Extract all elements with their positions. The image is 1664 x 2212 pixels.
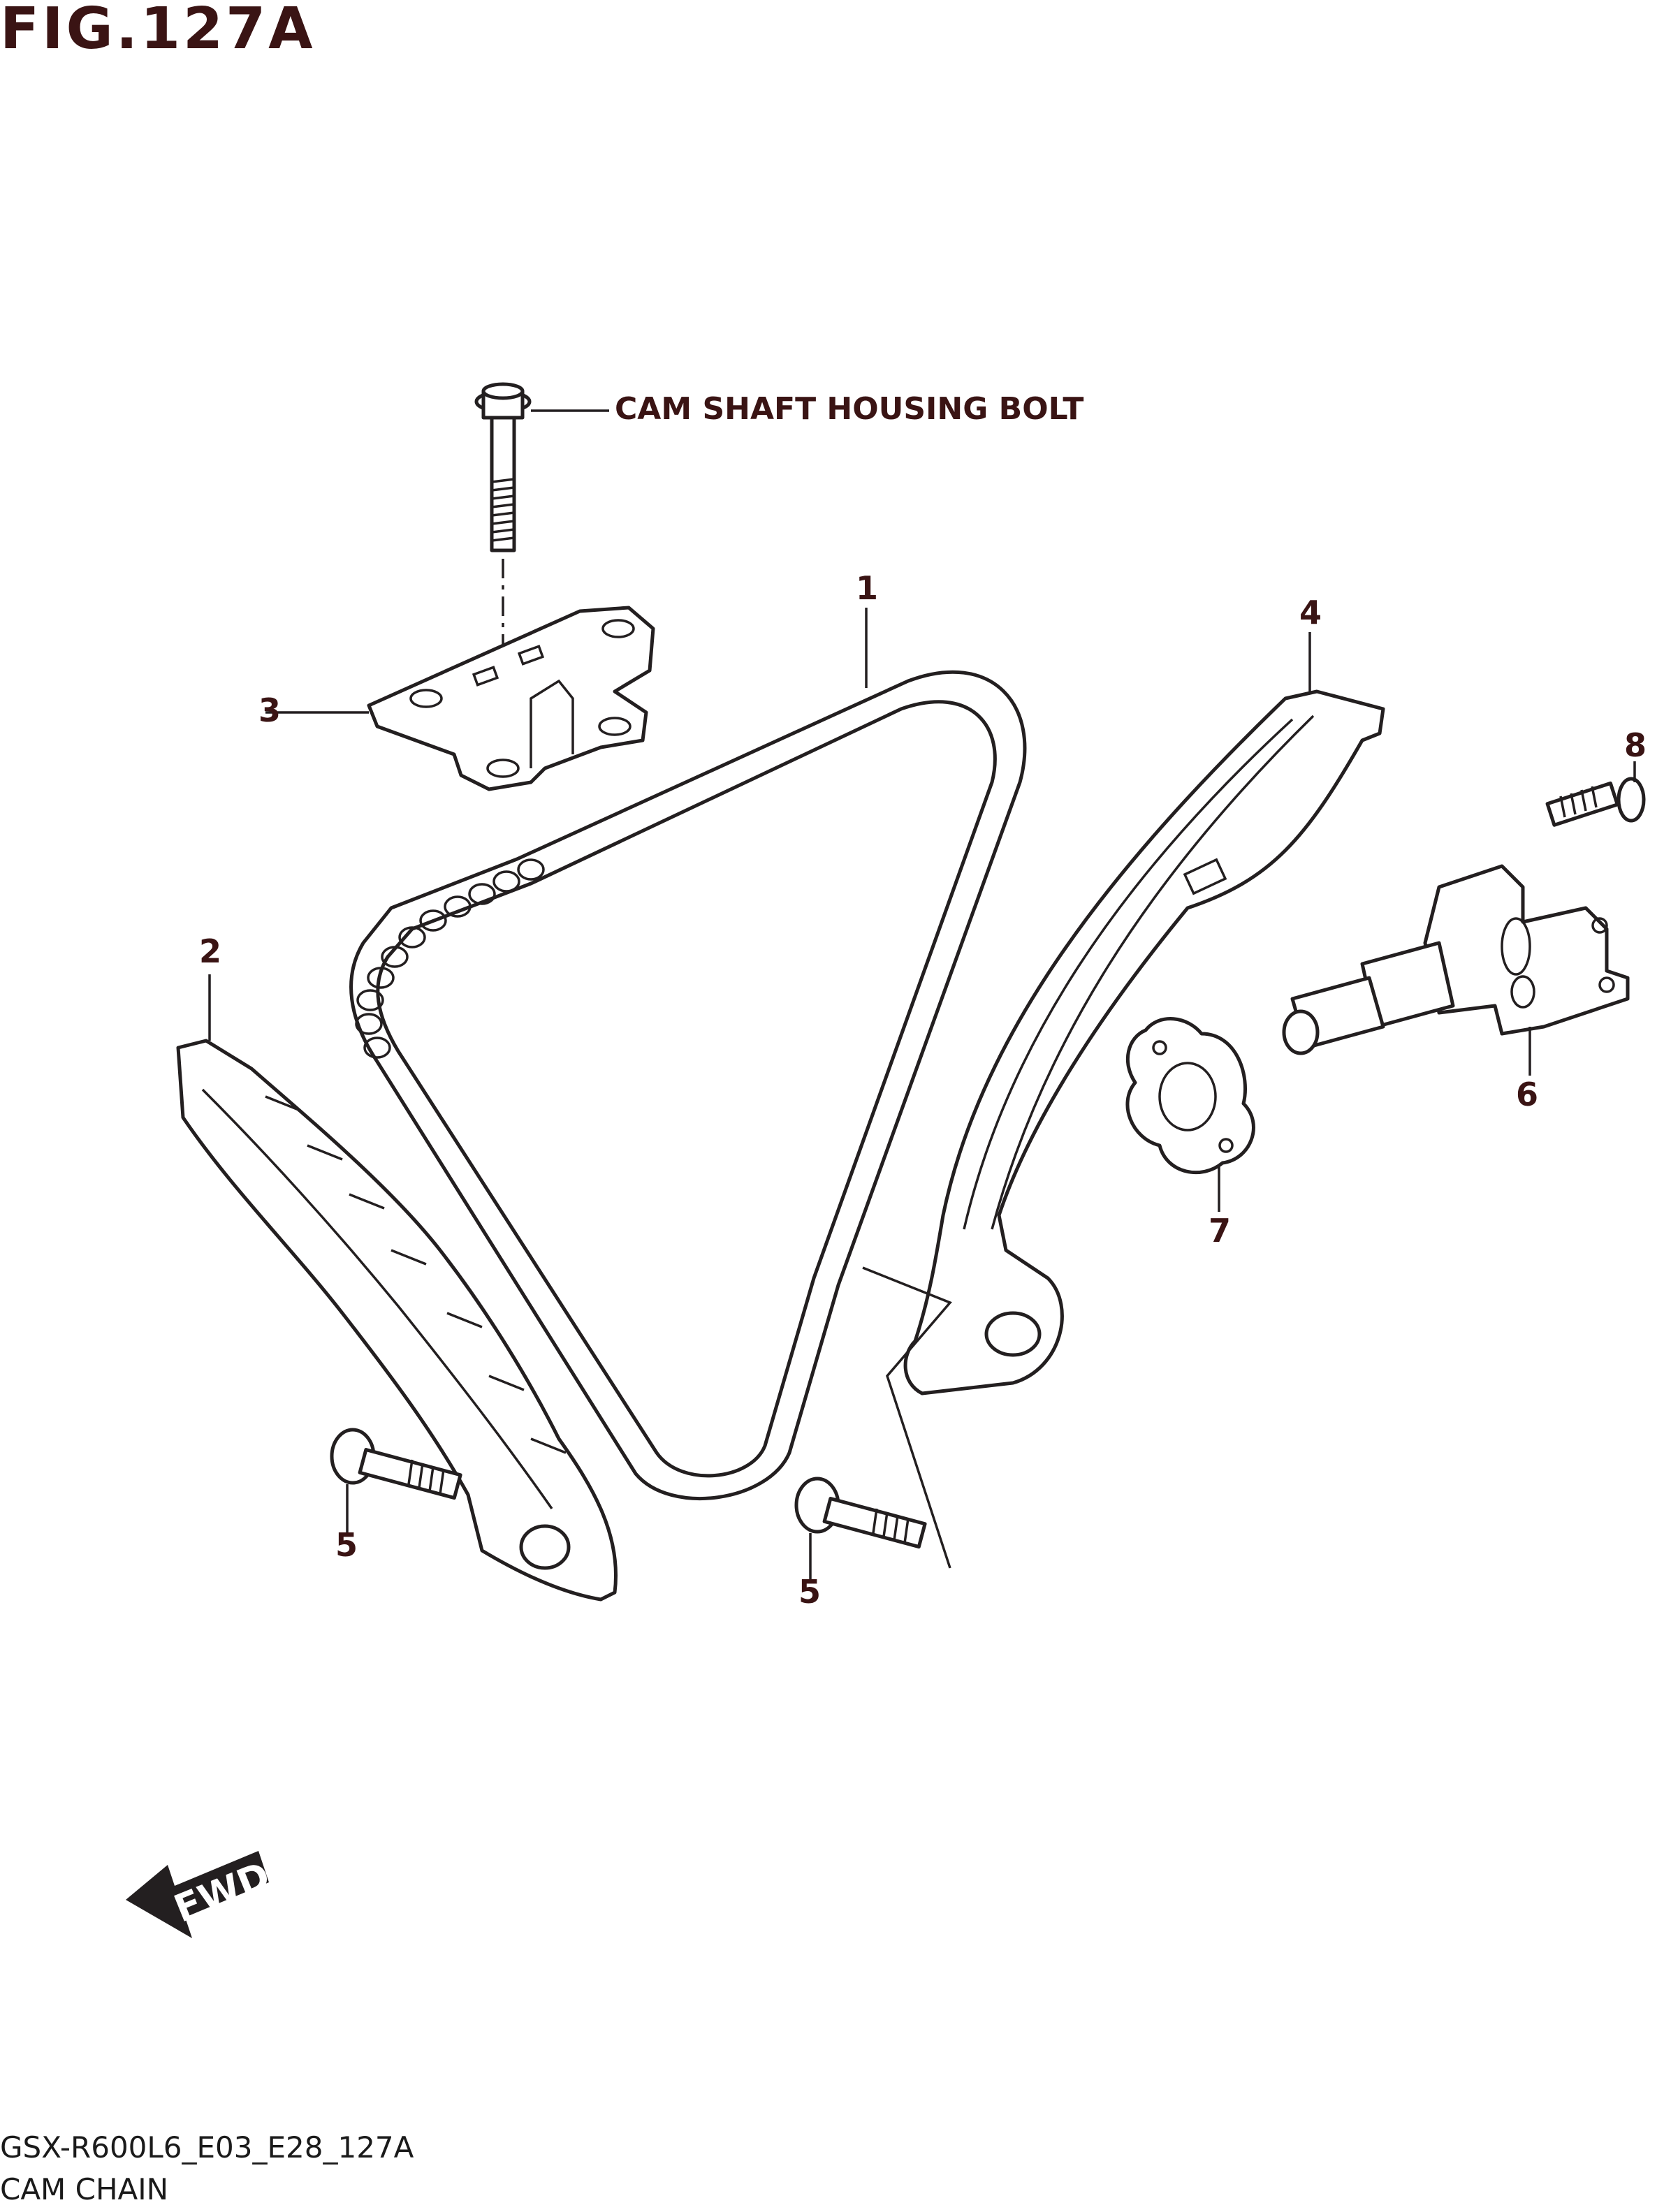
tensioner-adjuster [1282, 864, 1630, 1076]
forward-direction-arrow: FWD [126, 1851, 276, 1938]
cam-shaft-housing-bolt-label: CAM SHAFT HOUSING BOLT [615, 391, 1084, 427]
adjuster-bolt [1545, 761, 1646, 827]
figure-code: GSX-R600L6_E03_E28_127A [0, 2130, 414, 2165]
figure-caption: CAM CHAIN [0, 2172, 169, 2206]
callout-5a: 5 [335, 1526, 358, 1564]
callout-4: 4 [1299, 594, 1322, 631]
cam-chain [349, 608, 1027, 1500]
callout-6: 6 [1516, 1076, 1539, 1113]
figure-title: FIG.127A [0, 0, 316, 62]
callout-7: 7 [1209, 1212, 1232, 1250]
guide-bolt-right [794, 1266, 952, 1580]
callout-2: 2 [199, 932, 222, 970]
chain-guide-left [176, 974, 618, 1602]
guide-bolt-left [330, 1428, 462, 1537]
callout-5b: 5 [798, 1573, 822, 1611]
tensioner-gasket [1125, 1017, 1255, 1212]
chain-tensioner-guide [903, 632, 1385, 1396]
callout-3: 3 [258, 691, 282, 729]
chain-guide-plate [265, 606, 655, 791]
callout-1: 1 [856, 569, 879, 607]
fwd-arrow-label: FWD [168, 1853, 277, 1931]
callout-8: 8 [1624, 726, 1647, 764]
